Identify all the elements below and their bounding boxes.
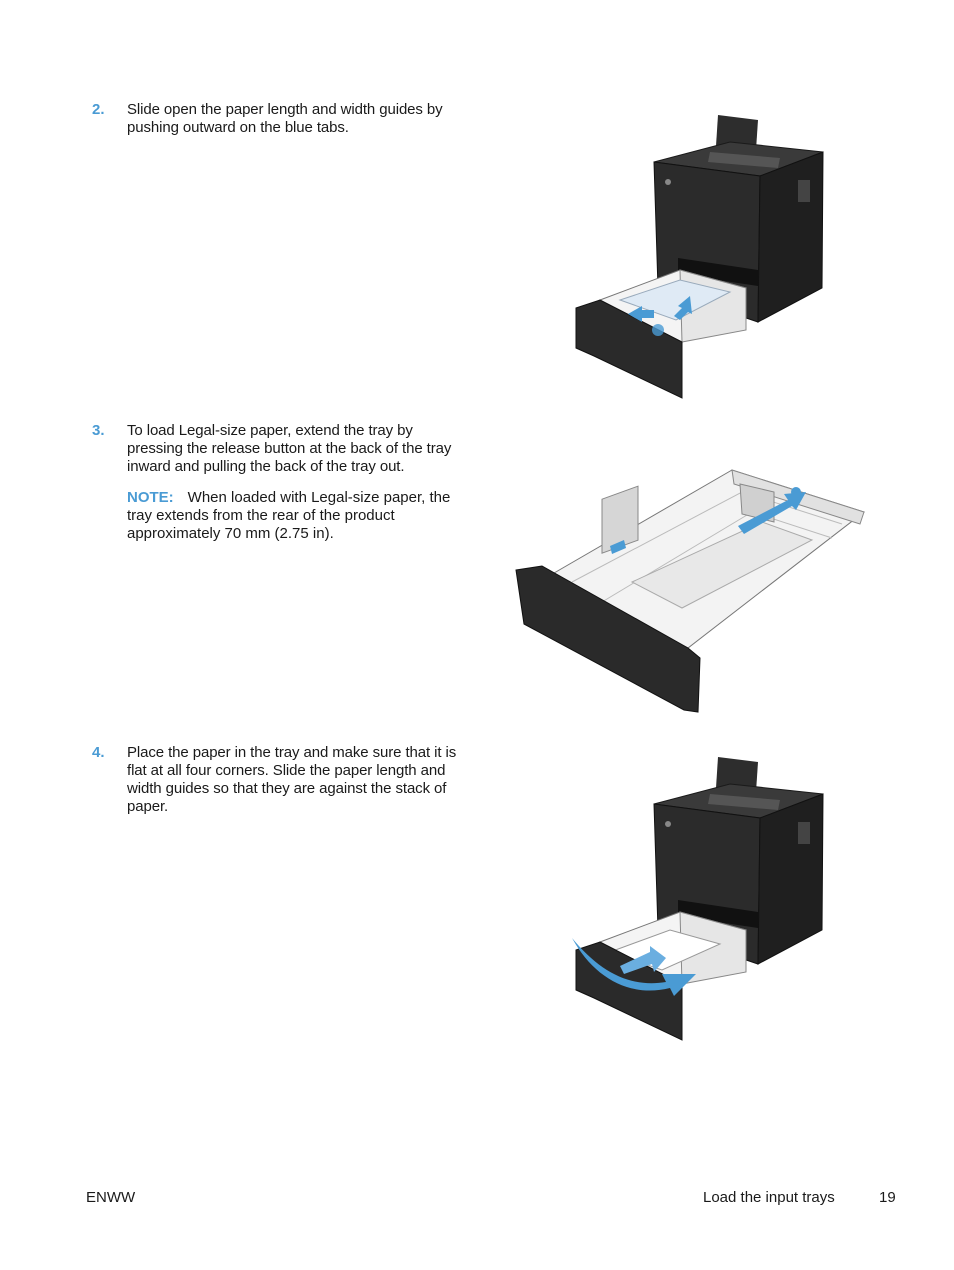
step-text: To load Legal-size paper, extend the tra… [127,422,452,475]
step-number: 3. [92,422,105,439]
step-text: Slide open the paper length and width gu… [127,101,443,136]
printer-open-tray-illustration [575,115,824,399]
step-4: 4. Place the paper in the tray and make … [92,744,462,816]
step-number: 2. [92,101,105,118]
printer-load-paper-illustration [572,757,824,1041]
note: NOTE:When loaded with Legal-size paper, … [127,489,462,543]
step-2: 2. Slide open the paper length and width… [92,101,462,137]
footer-left: ENWW [86,1189,136,1206]
footer-section-title: Load the input trays [703,1189,835,1206]
page-number: 19 [879,1189,896,1206]
step-text: Place the paper in the tray and make sur… [127,744,457,815]
note-text: When loaded with Legal-size paper, the t… [127,489,451,542]
step-3: 3. To load Legal-size paper, extend the … [92,422,462,543]
extended-tray-illustration [515,469,866,713]
step-number: 4. [92,744,105,761]
note-label: NOTE: [127,489,174,506]
